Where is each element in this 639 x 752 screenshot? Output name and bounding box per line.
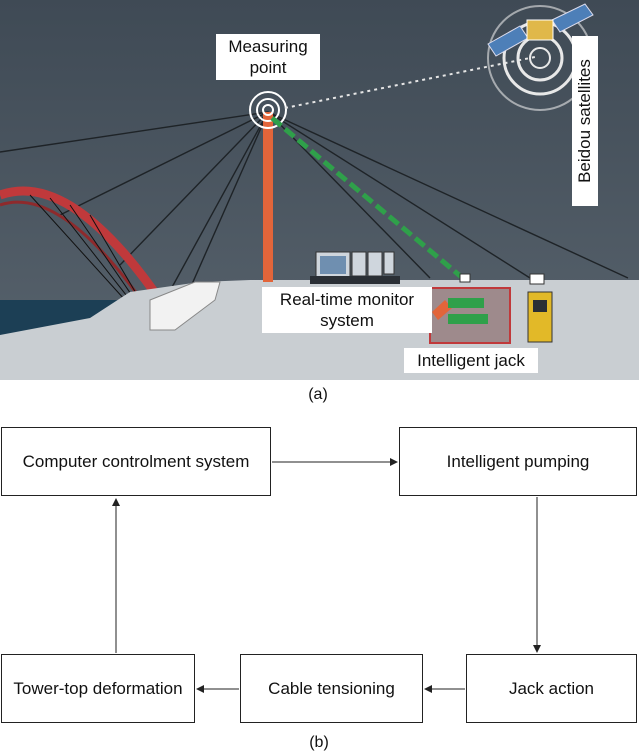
- cable-tensioning-label: Cable tensioning: [268, 678, 395, 698]
- monitor-consoles: [310, 251, 400, 284]
- jack-action-label: Jack action: [508, 678, 595, 698]
- intelligent-pumping-label: Intelligent pumping: [446, 451, 590, 471]
- tower-top-deformation-label: Tower-top deformation: [13, 678, 183, 698]
- intelligent-jack-label: Intelligent jack: [404, 348, 538, 373]
- stay-cables: [0, 111, 629, 301]
- beidou-satellites-label: Beidou satellites: [572, 36, 598, 206]
- monitor-system-label: Real-time monitor system: [262, 287, 432, 333]
- abutment: [149, 281, 221, 331]
- signal-link: [284, 56, 536, 109]
- cable-tensioning-box: Cable tensioning: [240, 654, 423, 723]
- caption-b: (b): [309, 734, 329, 751]
- beidou-satellite: [487, 3, 594, 57]
- intelligent-pumping-box: Intelligent pumping: [399, 427, 637, 496]
- computer-control-box: Computer controlment system: [1, 427, 271, 496]
- measuring-point-label: Measuring point: [216, 34, 320, 80]
- intelligent-jack-equipment: [429, 273, 511, 344]
- steel-arch: [0, 186, 164, 306]
- measuring-point-rings: [249, 91, 287, 129]
- computer-control-label: Computer controlment system: [22, 451, 250, 471]
- pump-unit: [527, 273, 553, 343]
- caption-a: (a): [308, 386, 328, 403]
- monitored-cable: [270, 116, 467, 282]
- jack-action-box: Jack action: [466, 654, 637, 723]
- pylon: [263, 112, 273, 282]
- tower-top-deformation-box: Tower-top deformation: [1, 654, 195, 723]
